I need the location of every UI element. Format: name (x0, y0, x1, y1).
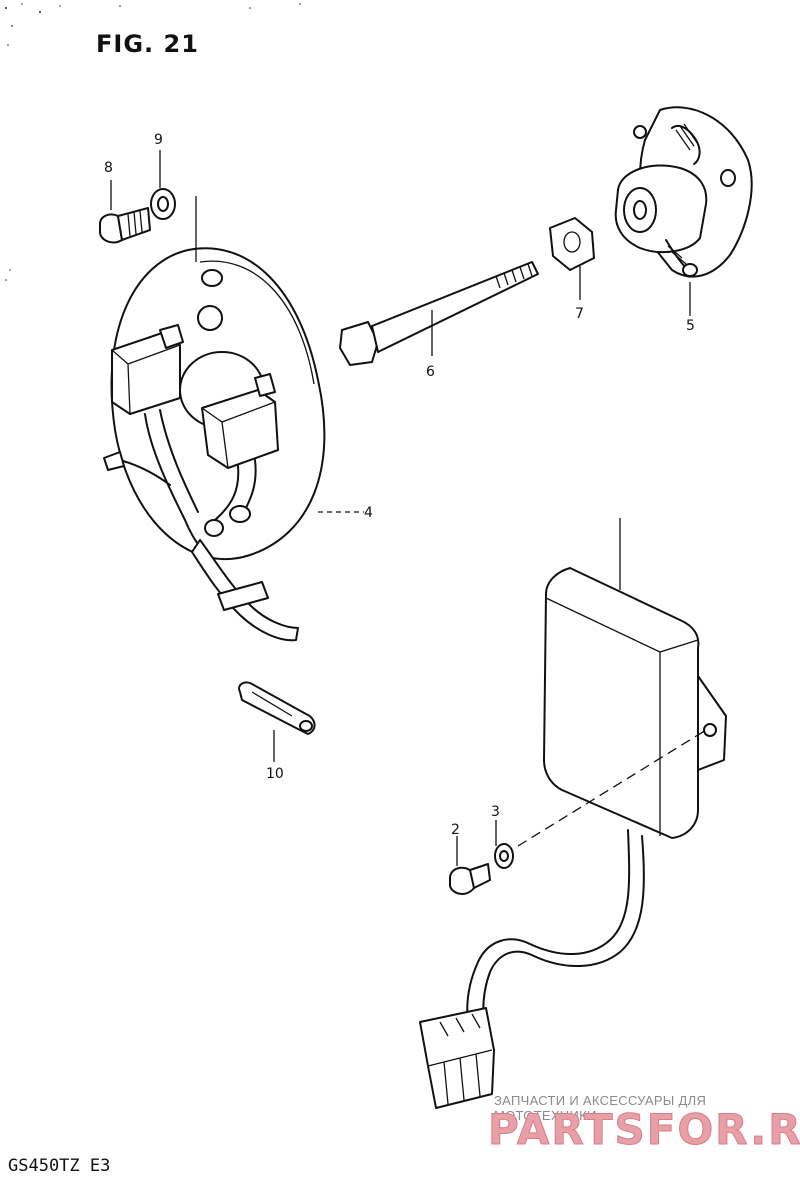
callout-7: 7 (575, 306, 584, 322)
washer-part-3 (494, 843, 514, 869)
callout-10: 10 (266, 766, 284, 782)
callout-6: 6 (426, 364, 435, 380)
igniter-unit-part-1 (419, 567, 727, 1109)
scan-noise (5, 3, 301, 281)
figure-title: FIG. 21 (96, 30, 199, 58)
watermark-caption: ЗАПЧАСТИ И АКСЕССУАРЫ ДЛЯ МОТОТЕХНИКИ (494, 1093, 707, 1123)
advancer-part-5 (614, 106, 753, 278)
callout-8: 8 (104, 160, 113, 176)
screw-part-8 (99, 207, 151, 244)
callout-9: 9 (154, 132, 163, 148)
callout-labels: 8 9 4 6 7 5 10 2 3 1 (104, 132, 695, 838)
bolt-part-6 (339, 261, 539, 366)
leader-lines (110, 150, 707, 866)
callout-5: 5 (686, 318, 695, 334)
model-code: GS450TZ E3 (8, 1156, 111, 1176)
watermark-logo: PARTSFOR.RU (488, 1105, 800, 1155)
callout-3: 3 (491, 804, 500, 820)
washer-part-9 (150, 188, 176, 220)
screw-part-2 (449, 863, 491, 895)
nut-part-7 (549, 217, 595, 271)
callout-2: 2 (451, 822, 460, 838)
stator-plate-part-4 (103, 247, 326, 642)
callout-4: 4 (364, 505, 373, 521)
clamp-part-10 (238, 681, 316, 735)
